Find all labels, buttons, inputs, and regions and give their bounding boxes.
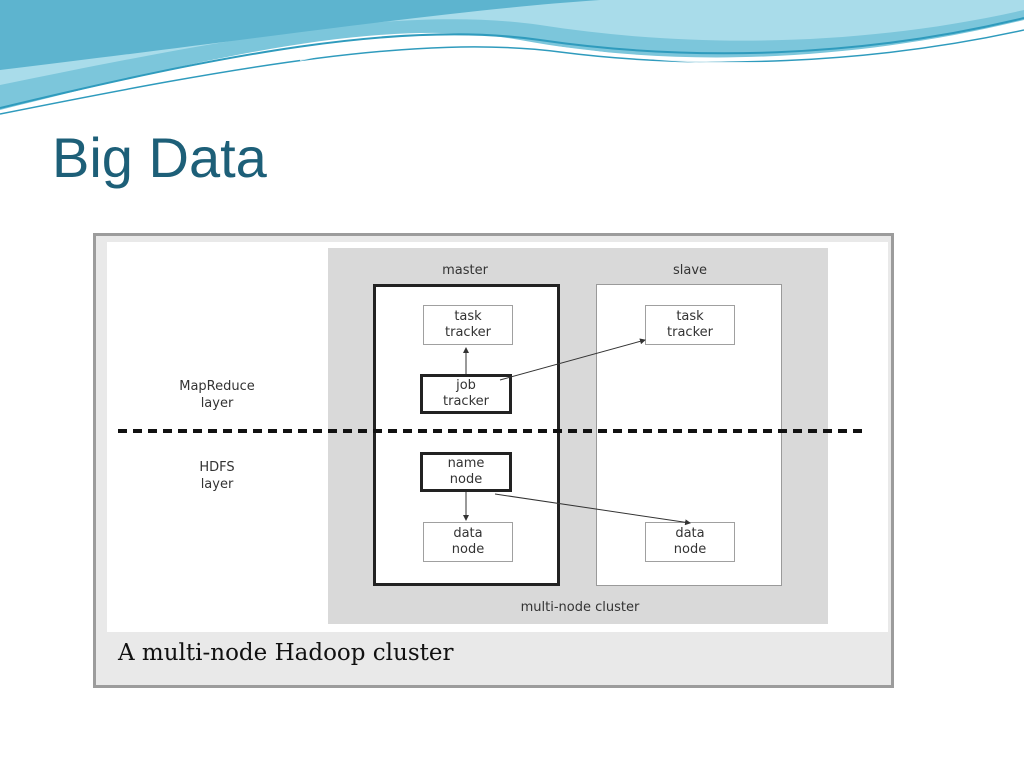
slide-title: Big Data bbox=[52, 126, 267, 189]
mapreduce-layer-text: MapReduce layer bbox=[179, 379, 255, 411]
slave-data-node-label: data node bbox=[673, 526, 707, 557]
name-node-node: name node bbox=[420, 452, 512, 492]
slave-label: slave bbox=[672, 263, 708, 278]
job-tracker-label: job tracker bbox=[443, 378, 489, 409]
slave-data-node: data node bbox=[645, 522, 735, 562]
figure-caption: A multi-node Hadoop cluster bbox=[118, 640, 454, 666]
name-node-label: name node bbox=[447, 456, 485, 487]
slave-task-tracker-node: task tracker bbox=[645, 305, 735, 345]
slave-task-tracker-label: task tracker bbox=[667, 309, 713, 340]
job-tracker-node: job tracker bbox=[420, 374, 512, 414]
mapreduce-layer-label: MapReduce layer bbox=[152, 378, 282, 412]
hdfs-layer-label: HDFS layer bbox=[152, 459, 282, 493]
master-data-node: data node bbox=[423, 522, 513, 562]
master-task-tracker-label: task tracker bbox=[445, 309, 491, 340]
master-data-node-label: data node bbox=[451, 526, 485, 557]
master-label: master bbox=[442, 263, 488, 278]
master-task-tracker-node: task tracker bbox=[423, 305, 513, 345]
hdfs-layer-text: HDFS layer bbox=[199, 460, 235, 492]
header-wave-decoration bbox=[0, 0, 1024, 115]
cluster-label: multi-node cluster bbox=[520, 600, 640, 615]
